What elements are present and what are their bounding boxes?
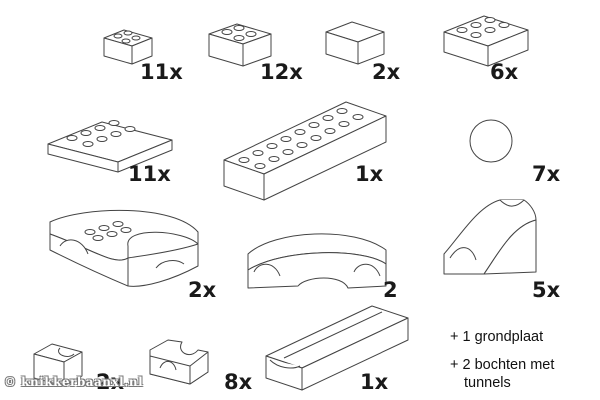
2x2-brick-icon <box>208 23 272 67</box>
quantity-label: 8x <box>224 370 253 394</box>
curve-with-studs-icon <box>49 209 199 287</box>
extra-tunnel-curves-note-cont: tunnels <box>464 375 511 391</box>
long-channel-icon <box>265 305 409 391</box>
curve-track-icon <box>247 233 387 289</box>
quantity-label: 11x <box>128 162 171 186</box>
short-channel-icon <box>149 339 209 385</box>
quantity-label: 7x <box>532 162 561 186</box>
quantity-label: 5x <box>532 278 561 302</box>
quantity-label: 6x <box>490 60 519 84</box>
end-block-icon <box>33 343 83 387</box>
quantity-label: 1x <box>360 370 389 394</box>
extra-tunnel-curves-note: + 2 bochten met <box>450 357 555 373</box>
quantity-label: 12x <box>260 60 303 84</box>
extra-baseplate-note: + 1 grondplaat <box>450 329 544 345</box>
quantity-label: 11x <box>140 60 183 84</box>
small-2x2-brick-icon <box>103 29 153 65</box>
quantity-label: 2x <box>188 278 217 302</box>
copyright-watermark: © knikkerbaanxl.nl <box>4 375 144 389</box>
quantity-label: 2x <box>96 370 125 394</box>
2x4-brick-icon <box>47 120 173 173</box>
slope-track-icon <box>443 199 537 275</box>
quantity-label: 1x <box>355 162 384 186</box>
smooth-block-icon <box>325 21 385 65</box>
2x3-brick-icon <box>443 15 529 67</box>
marble-ball-icon <box>469 119 513 163</box>
2x8-brick-icon <box>223 101 387 201</box>
quantity-label: 2x <box>372 60 401 84</box>
quantity-label: 2 <box>383 278 398 302</box>
